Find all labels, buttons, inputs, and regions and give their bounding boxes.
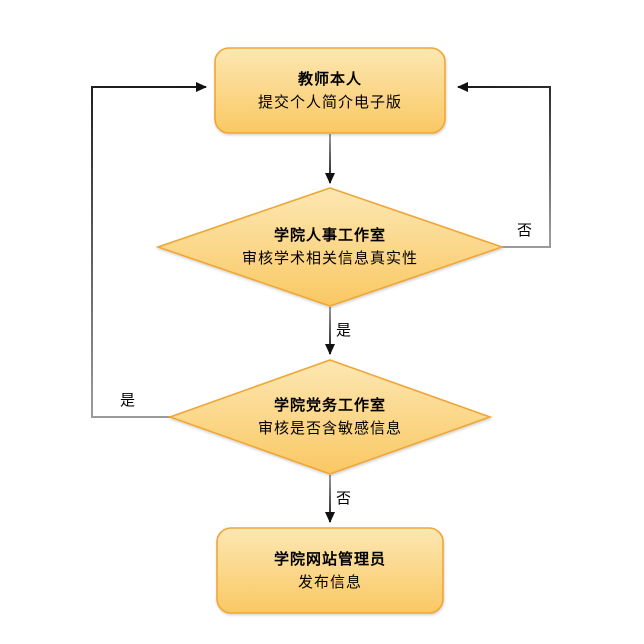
edge-party-to-teacher-left-loop [91,82,207,418]
edge-label-yes-left-loop: 是 [120,391,136,409]
node-webadmin-shape [216,527,444,614]
edge-label-no-right-loop: 否 [517,221,533,239]
edge-label-yes-middle: 是 [336,321,352,339]
edge-label-no-middle: 否 [336,489,352,507]
edge-hr-to-teacher-right-loop [457,82,551,248]
node-party-decision-shape [167,359,493,475]
node-hr-decision-shape [155,187,505,307]
node-teacher-shape [214,47,446,134]
